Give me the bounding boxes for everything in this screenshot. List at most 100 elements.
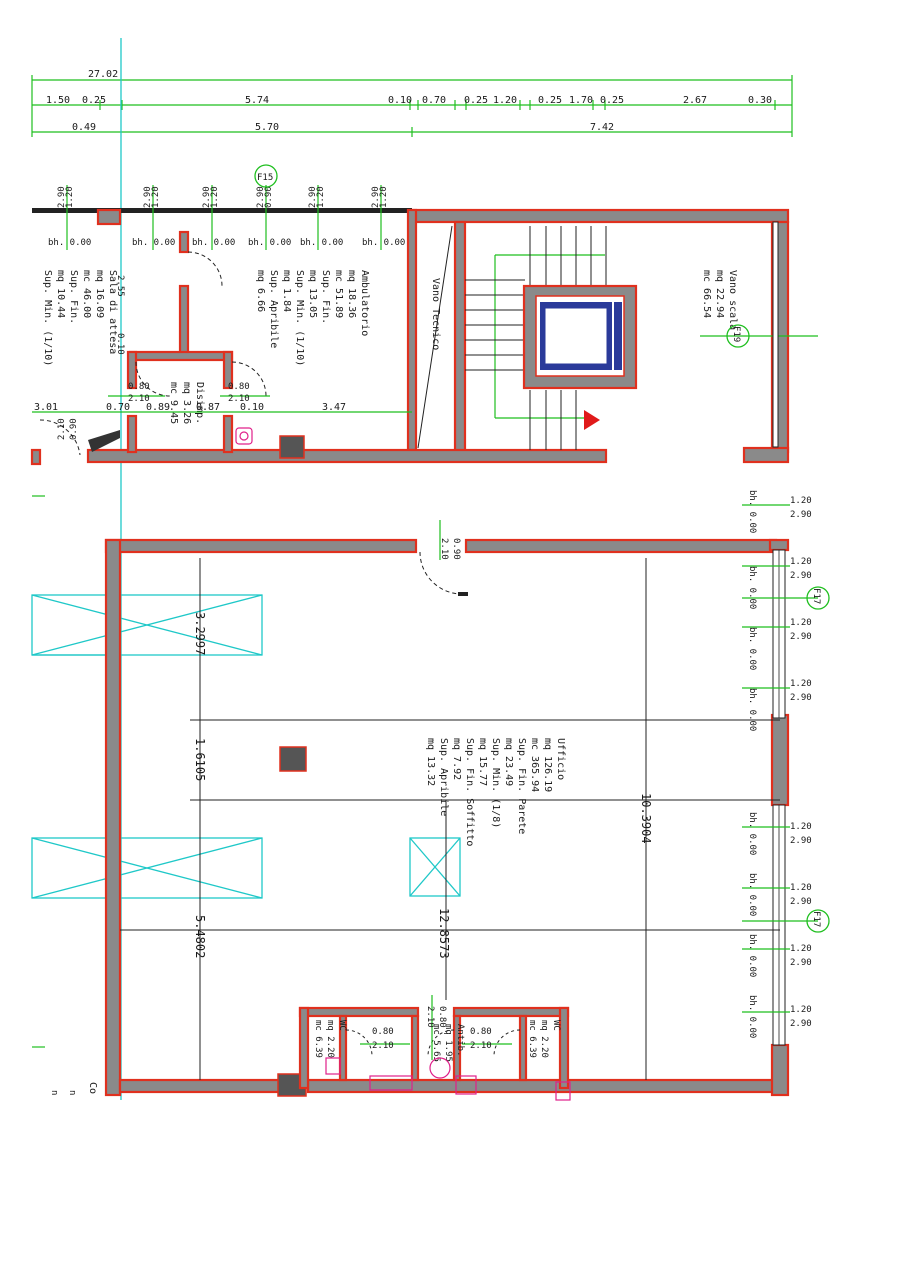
svg-text:1.20: 1.20 xyxy=(790,1005,812,1015)
svg-text:3.47: 3.47 xyxy=(322,402,346,413)
svg-text:mc 46.00: mc 46.00 xyxy=(81,270,92,318)
svg-text:WC: WC xyxy=(337,1020,347,1031)
dim-top: 5.70 xyxy=(255,122,279,133)
svg-text:2.90: 2.90 xyxy=(790,958,812,968)
door-height: 2.10 xyxy=(57,418,67,440)
svg-text:Ambulatorio: Ambulatorio xyxy=(359,270,370,336)
top-dimension-lines: 27.02 1.50 0.25 5.74 0.10 0.70 0.25 1.20… xyxy=(31,69,793,137)
svg-text:0.70: 0.70 xyxy=(106,402,130,413)
window-width: 1.20 xyxy=(65,186,75,208)
window-width: 1.20 xyxy=(316,186,326,208)
svg-text:bh. 0.00: bh. 0.00 xyxy=(747,873,757,916)
svg-text:2.10: 2.10 xyxy=(470,1041,492,1051)
dim-top: 0.30 xyxy=(748,95,772,106)
svg-text:bh. 0.00: bh. 0.00 xyxy=(747,490,757,533)
dim-top: 5.74 xyxy=(245,95,269,106)
disimpegno-label: Disimp. mq 3.26 mc 9.45 xyxy=(168,382,205,424)
ambulatorio-label: Ambulatorio mq 18.36 mc 51.89 Sup. Fin. … xyxy=(255,270,370,366)
svg-text:0.89: 0.89 xyxy=(146,402,170,413)
sanitary-fixtures xyxy=(235,427,571,1101)
stair-arrow-icon xyxy=(584,410,600,430)
svg-text:mq 6.66: mq 6.66 xyxy=(255,270,266,312)
svg-text:Sup. Fin.: Sup. Fin. xyxy=(68,270,79,324)
svg-text:bh. 0.00: bh. 0.00 xyxy=(747,627,757,670)
svg-text:2.90: 2.90 xyxy=(790,571,812,581)
dim-top: 0.10 xyxy=(388,95,412,106)
window-height: 2.90 xyxy=(371,186,381,208)
svg-text:bh. 0.00: bh. 0.00 xyxy=(747,812,757,855)
svg-text:1.20: 1.20 xyxy=(790,557,812,567)
svg-text:mc 9.45: mc 9.45 xyxy=(168,382,179,424)
dim-top: 0.25 xyxy=(538,95,562,106)
stair xyxy=(465,226,638,450)
marker-circle-icon xyxy=(254,164,278,188)
door-width: 0.80 xyxy=(128,382,150,392)
svg-text:Sup. Apribile: Sup. Apribile xyxy=(268,270,279,348)
vano-scala-label: Vano scala mq 22.94 mc 66.54 xyxy=(701,270,738,330)
svg-text:mq 18.36: mq 18.36 xyxy=(346,270,357,318)
svg-text:mq 10.44: mq 10.44 xyxy=(55,270,66,318)
svg-text:0.10: 0.10 xyxy=(240,402,264,413)
svg-text:1.20: 1.20 xyxy=(790,822,812,832)
svg-text:2.90: 2.90 xyxy=(790,510,812,520)
marker-f17: F17 xyxy=(811,588,821,604)
svg-text:mc 6.39: mc 6.39 xyxy=(313,1020,323,1058)
ufficio-dim-lines: 3.2997 1.6105 5.4802 10.3904 12.8573 xyxy=(120,558,780,1080)
window-width: 0.90 xyxy=(264,186,274,208)
window-bh: bh. 0.00 xyxy=(192,238,235,248)
svg-text:Antib.: Antib. xyxy=(455,1024,465,1057)
svg-text:Sup. Fin.: Sup. Fin. xyxy=(320,270,331,324)
vano-tecnico-label: Vano Tecnico xyxy=(430,278,441,350)
dim-top: 1.20 xyxy=(493,95,517,106)
svg-text:mc 51.89: mc 51.89 xyxy=(333,270,344,318)
svg-text:mq 1.84: mq 1.84 xyxy=(281,270,292,312)
svg-text:1.20: 1.20 xyxy=(790,679,812,689)
window-height: 2.90 xyxy=(308,186,318,208)
window-width: 1.20 xyxy=(210,186,220,208)
window-bh: bh. 0.00 xyxy=(48,238,91,248)
marker-circle-icon xyxy=(726,324,750,348)
svg-text:bh. 0.00: bh. 0.00 xyxy=(747,566,757,609)
svg-text:2.90: 2.90 xyxy=(790,897,812,907)
wc-right-label: WC mq 2.20 mc 6.39 xyxy=(527,1020,561,1058)
svg-text:2.10: 2.10 xyxy=(425,1006,435,1028)
ufficio-door: 0.90 2.10 xyxy=(419,520,468,596)
ufficio-dim: 10.3904 xyxy=(639,793,653,844)
svg-text:mq 2.20: mq 2.20 xyxy=(325,1020,335,1058)
bathroom-walls xyxy=(298,1006,570,1090)
svg-text:1.20: 1.20 xyxy=(790,883,812,893)
svg-text:mc 6.39: mc 6.39 xyxy=(527,1020,537,1058)
svg-text:mc 5.65: mc 5.65 xyxy=(431,1024,441,1062)
svg-text:Sup. Fin. Parete: Sup. Fin. Parete xyxy=(516,738,527,834)
antibagno-label: Antib. mq 1.95 mc 5.65 xyxy=(431,1024,465,1062)
svg-text:1.20: 1.20 xyxy=(790,944,812,954)
marker-f15: F15 xyxy=(257,173,273,183)
vano-tecnico-diagonal xyxy=(417,225,453,449)
corner-text: Co n n xyxy=(49,1082,98,1095)
upper-window-tags: 1.20 2.90 1.20 2.90 1.20 2.90 0.90 2.90 … xyxy=(48,164,405,250)
svg-text:Sala di attesa: Sala di attesa xyxy=(107,270,118,354)
svg-text:mq 3.26: mq 3.26 xyxy=(181,382,192,424)
svg-text:mq 13.05: mq 13.05 xyxy=(307,270,318,318)
svg-text:0.90: 0.90 xyxy=(451,538,461,560)
svg-text:0.80: 0.80 xyxy=(470,1027,492,1037)
svg-text:2.10: 2.10 xyxy=(439,538,449,560)
door-width: 0.90 xyxy=(69,418,79,440)
svg-text:0.80: 0.80 xyxy=(437,1006,447,1028)
svg-text:Vano scala: Vano scala xyxy=(727,270,738,330)
svg-text:bh. 0.00: bh. 0.00 xyxy=(747,995,757,1038)
svg-text:2.55: 2.55 xyxy=(115,275,125,297)
svg-text:mq 2.20: mq 2.20 xyxy=(539,1020,549,1058)
marker-f19: F19 xyxy=(700,324,818,348)
upper-walls xyxy=(30,208,790,466)
window-height: 2.90 xyxy=(143,186,153,208)
axis-lines xyxy=(31,38,461,1100)
svg-text:mc 365.94: mc 365.94 xyxy=(529,738,540,792)
svg-text:mq 15.77: mq 15.77 xyxy=(477,738,488,786)
window-bh: bh. 0.00 xyxy=(248,238,291,248)
svg-text:mq 22.94: mq 22.94 xyxy=(714,270,725,318)
svg-text:Ufficio: Ufficio xyxy=(555,738,566,780)
svg-text:mq 16.09: mq 16.09 xyxy=(94,270,105,318)
sala-attesa-label: Sala di attesa mq 16.09 mc 46.00 Sup. Fi… xyxy=(42,270,125,366)
